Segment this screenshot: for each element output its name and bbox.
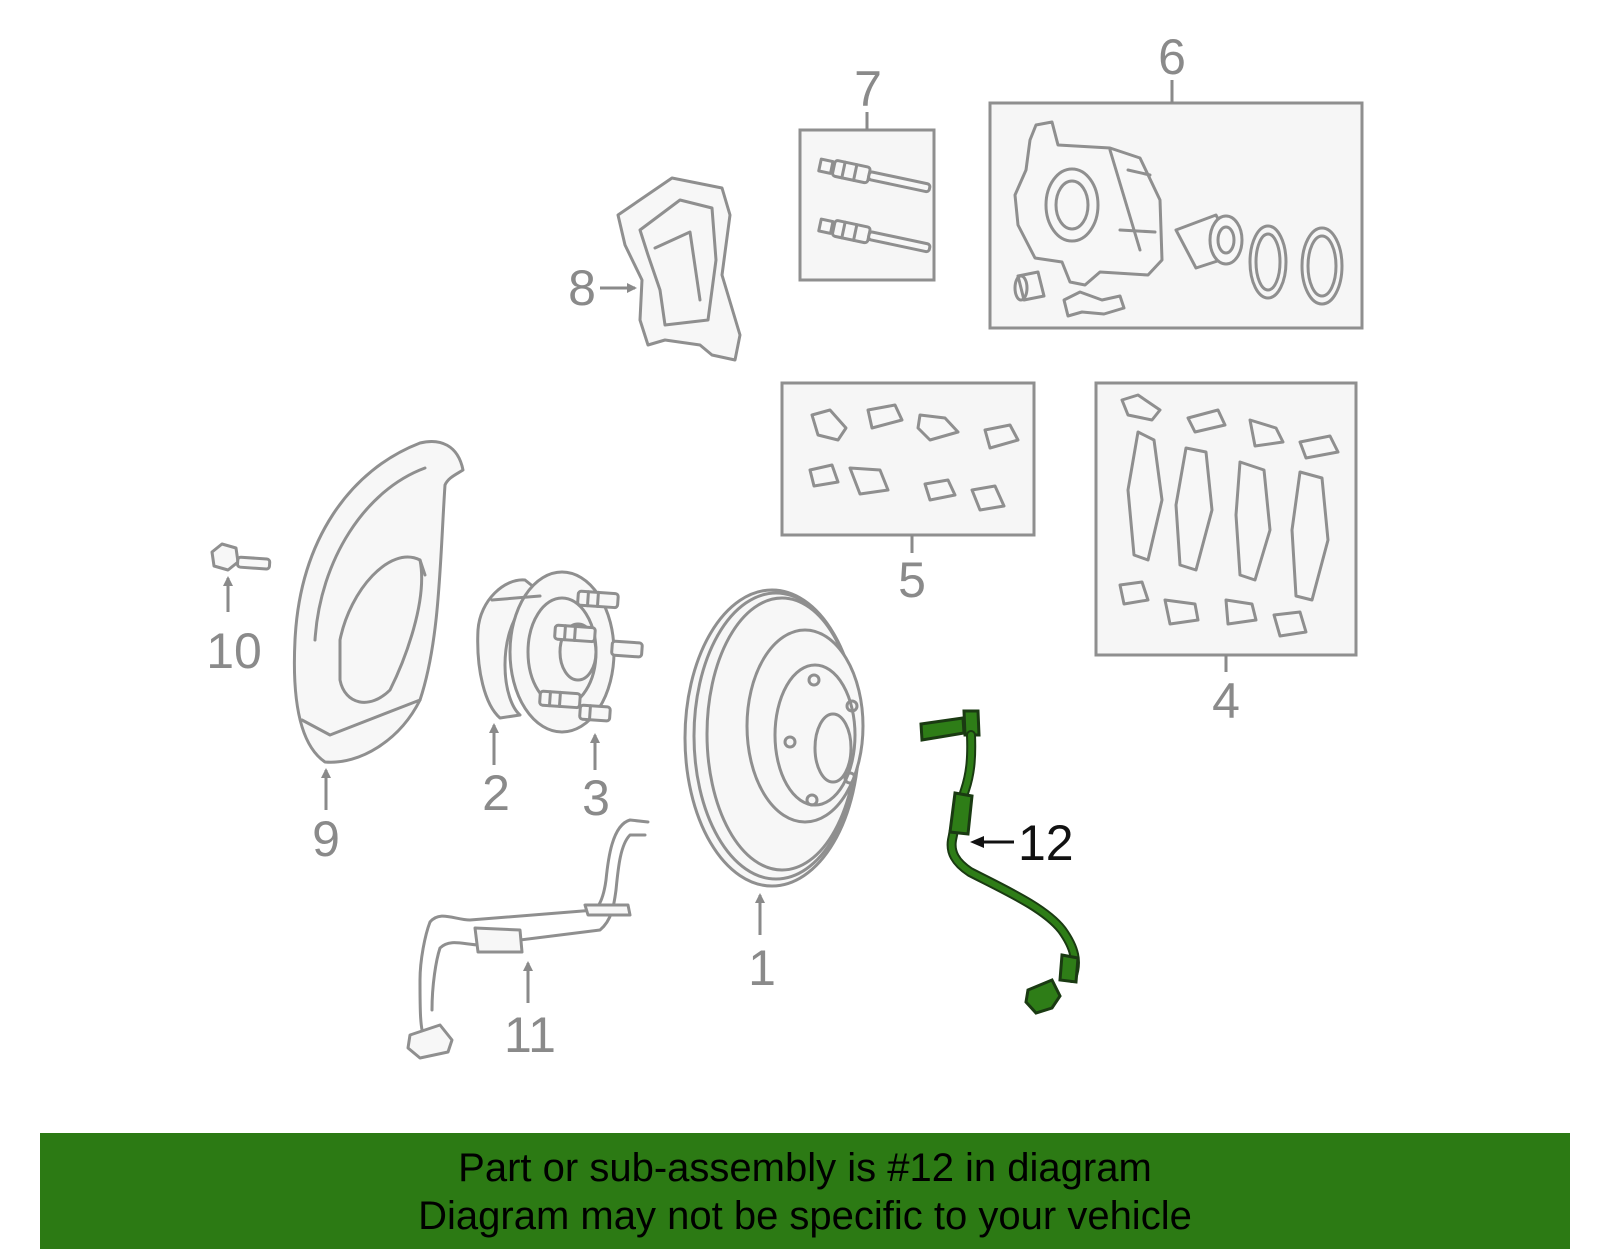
brake-pad-wear-sensor-highlighted[interactable] [919, 709, 1080, 1015]
caliper-assembly-box[interactable] [988, 80, 1364, 330]
banner-line-part-number: Part or sub-assembly is #12 in diagram [458, 1146, 1152, 1190]
callout-10: 10 [206, 623, 262, 679]
callout-9: 9 [312, 811, 340, 867]
callout-6: 6 [1158, 29, 1186, 85]
banner-line-disclaimer: Diagram may not be specific to your vehi… [418, 1194, 1192, 1238]
callout-2: 2 [482, 765, 510, 821]
hardware-kit-box[interactable] [780, 381, 1036, 553]
callout-5: 5 [898, 552, 926, 608]
callout-8: 8 [568, 260, 596, 316]
shield-bolt[interactable] [210, 542, 272, 572]
guide-pin-kit-box[interactable] [798, 112, 936, 282]
callout-1: 1 [748, 940, 776, 996]
brake-pad-kit-box[interactable] [1094, 381, 1358, 672]
callout-3: 3 [582, 770, 610, 826]
dust-shield[interactable] [292, 440, 465, 764]
wheel-speed-sensor[interactable] [406, 818, 650, 1060]
info-banner: Part or sub-assembly is #12 in diagram D… [40, 1133, 1570, 1249]
wheel-hub-bearing[interactable] [476, 570, 616, 734]
callout-11: 11 [504, 1007, 556, 1063]
callout-7: 7 [854, 61, 882, 117]
caliper-bracket[interactable] [616, 176, 742, 362]
callout-4: 4 [1212, 673, 1240, 729]
brake-rotor[interactable] [683, 588, 865, 888]
wheel-studs[interactable] [538, 589, 644, 723]
callout-12: 12 [1018, 815, 1074, 871]
